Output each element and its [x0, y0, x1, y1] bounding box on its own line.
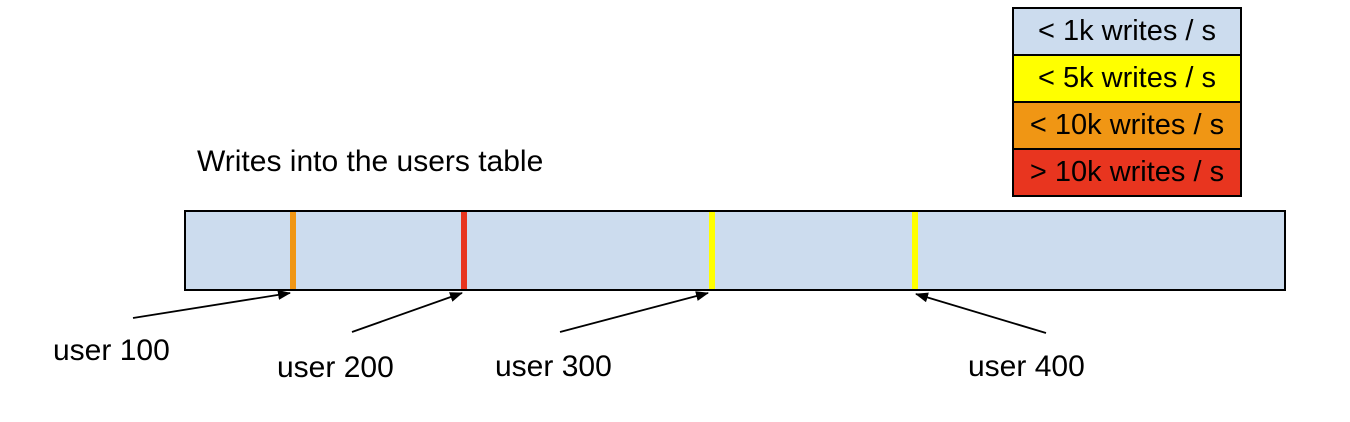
pointer-arrow-2 — [351, 292, 463, 333]
legend-row-lt-10k: < 10k writes / s — [1012, 101, 1242, 150]
user-label-user-400: user 400 — [968, 350, 1085, 383]
legend-label-lt-5k: < 5k writes / s — [1037, 62, 1217, 94]
pointer-arrow-4 — [915, 292, 1047, 334]
user-label-user-100: user 100 — [53, 334, 170, 367]
legend: < 1k writes / s < 5k writes / s < 10k wr… — [1012, 7, 1242, 197]
diagram-title: Writes into the users table — [197, 145, 544, 178]
write-rate-stripe-user-300 — [709, 212, 715, 289]
pointer-arrow-3 — [559, 291, 709, 333]
legend-row-lt-5k: < 5k writes / s — [1012, 54, 1242, 103]
write-rate-stripe-user-200 — [461, 212, 467, 289]
legend-row-lt-1k: < 1k writes / s — [1012, 7, 1242, 56]
pointer-arrow-1 — [132, 289, 291, 319]
legend-label-gt-10k: > 10k writes / s — [1029, 156, 1225, 188]
write-rate-stripe-user-100 — [290, 212, 296, 289]
write-rate-stripe-user-400 — [912, 212, 918, 289]
legend-label-lt-1k: < 1k writes / s — [1037, 15, 1217, 47]
user-label-user-200: user 200 — [277, 351, 394, 384]
users-table-bar — [184, 210, 1286, 291]
legend-row-gt-10k: > 10k writes / s — [1012, 148, 1242, 197]
legend-label-lt-10k: < 10k writes / s — [1029, 109, 1225, 141]
user-label-user-300: user 300 — [495, 350, 612, 383]
